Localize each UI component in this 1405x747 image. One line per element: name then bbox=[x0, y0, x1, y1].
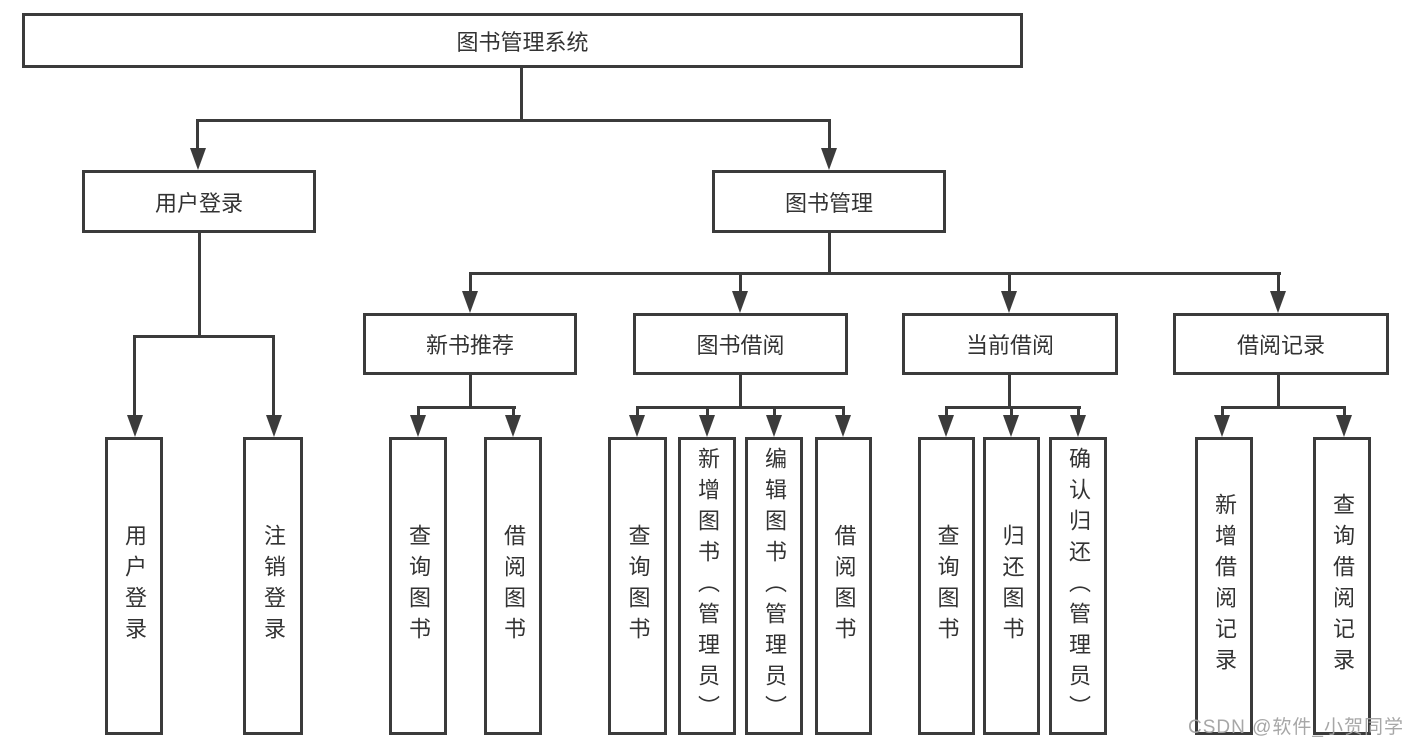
arrow-down-icon bbox=[190, 148, 206, 170]
arrow-down-icon bbox=[732, 291, 748, 313]
leaf-logout-login: 注销登录 bbox=[243, 437, 303, 735]
arrow-down-icon bbox=[1003, 415, 1019, 437]
arrow-down-icon bbox=[505, 415, 521, 437]
connector-line bbox=[469, 373, 472, 408]
node-user-login: 用户登录 bbox=[82, 170, 316, 233]
leaf-query-borrow-record: 查询借阅记录 bbox=[1313, 437, 1371, 735]
connector-line bbox=[196, 119, 831, 122]
arrow-down-icon bbox=[410, 415, 426, 437]
connector-line bbox=[469, 272, 472, 293]
connector-line bbox=[945, 406, 1081, 409]
connector-line bbox=[945, 406, 948, 418]
node-label: 图书管理 bbox=[784, 190, 873, 216]
leaf-user-login: 用户登录 bbox=[105, 437, 163, 735]
arrow-down-icon bbox=[835, 415, 851, 437]
leaf-query-books-current: 查询图书 bbox=[918, 437, 975, 735]
arrow-down-icon bbox=[821, 148, 837, 170]
leaf-borrow-books-recommend: 借阅图书 bbox=[484, 437, 542, 735]
leaf-query-books-borrowing: 查询图书 bbox=[608, 437, 667, 735]
arrow-down-icon bbox=[1214, 415, 1230, 437]
arrow-down-icon bbox=[1270, 291, 1286, 313]
connector-line bbox=[196, 119, 199, 150]
connector-line bbox=[1343, 406, 1346, 418]
connector-line bbox=[198, 231, 201, 337]
connector-line bbox=[1277, 272, 1280, 293]
connector-line bbox=[133, 335, 136, 417]
connector-line bbox=[417, 406, 516, 409]
connector-line bbox=[828, 119, 831, 150]
arrow-down-icon bbox=[127, 415, 143, 437]
arrow-down-icon bbox=[462, 291, 478, 313]
connector-line bbox=[1277, 373, 1280, 408]
arrow-down-icon bbox=[629, 415, 645, 437]
leaf-add-book-admin: 新增图书（管理员） bbox=[678, 437, 736, 735]
leaf-query-books-recommend: 查询图书 bbox=[389, 437, 447, 735]
connector-line bbox=[739, 272, 742, 293]
connector-line bbox=[133, 335, 275, 338]
connector-line bbox=[636, 406, 639, 418]
node-current-borrowing: 当前借阅 bbox=[902, 313, 1118, 375]
connector-line bbox=[520, 66, 523, 121]
connector-line bbox=[417, 406, 420, 418]
leaf-edit-book-admin: 编辑图书（管理员） bbox=[745, 437, 803, 735]
connector-line bbox=[1008, 272, 1011, 293]
node-label: 图书管理系统 bbox=[456, 29, 589, 55]
arrow-down-icon bbox=[1336, 415, 1352, 437]
node-label: 新书推荐 bbox=[425, 333, 514, 358]
connector-line bbox=[469, 272, 1281, 275]
node-new-book-recommend: 新书推荐 bbox=[363, 313, 577, 375]
leaf-return-books: 归还图书 bbox=[983, 437, 1040, 735]
connector-line bbox=[1221, 406, 1224, 418]
connector-line bbox=[1008, 373, 1011, 408]
connector-line bbox=[1077, 406, 1080, 418]
arrow-down-icon bbox=[1001, 291, 1017, 313]
connector-line bbox=[706, 406, 709, 418]
leaf-borrow-books: 借阅图书 bbox=[815, 437, 872, 735]
leaf-confirm-return-admin: 确认归还（管理员） bbox=[1049, 437, 1107, 735]
node-borrowing-records: 借阅记录 bbox=[1173, 313, 1389, 375]
connector-line bbox=[512, 406, 515, 418]
arrow-down-icon bbox=[699, 415, 715, 437]
node-label: 当前借阅 bbox=[965, 333, 1054, 358]
node-book-borrowing: 图书借阅 bbox=[633, 313, 848, 375]
arrow-down-icon bbox=[1070, 415, 1086, 437]
node-book-management: 图书管理 bbox=[712, 170, 946, 233]
connector-line bbox=[842, 406, 845, 418]
connector-line bbox=[828, 231, 831, 275]
node-library-system: 图书管理系统 bbox=[22, 13, 1023, 68]
node-label: 借阅记录 bbox=[1236, 333, 1325, 358]
arrow-down-icon bbox=[266, 415, 282, 437]
connector-line bbox=[272, 335, 275, 417]
node-label: 图书借阅 bbox=[696, 333, 785, 358]
watermark: CSDN @软件_小贺同学 bbox=[1188, 717, 1404, 738]
arrow-down-icon bbox=[938, 415, 954, 437]
connector-line bbox=[739, 373, 742, 408]
connector-line bbox=[1010, 406, 1013, 418]
connector-line bbox=[636, 406, 845, 409]
leaf-add-borrow-record: 新增借阅记录 bbox=[1195, 437, 1253, 735]
node-label: 用户登录 bbox=[154, 190, 243, 216]
connector-line bbox=[773, 406, 776, 418]
connector-line bbox=[1221, 406, 1346, 409]
arrow-down-icon bbox=[766, 415, 782, 437]
